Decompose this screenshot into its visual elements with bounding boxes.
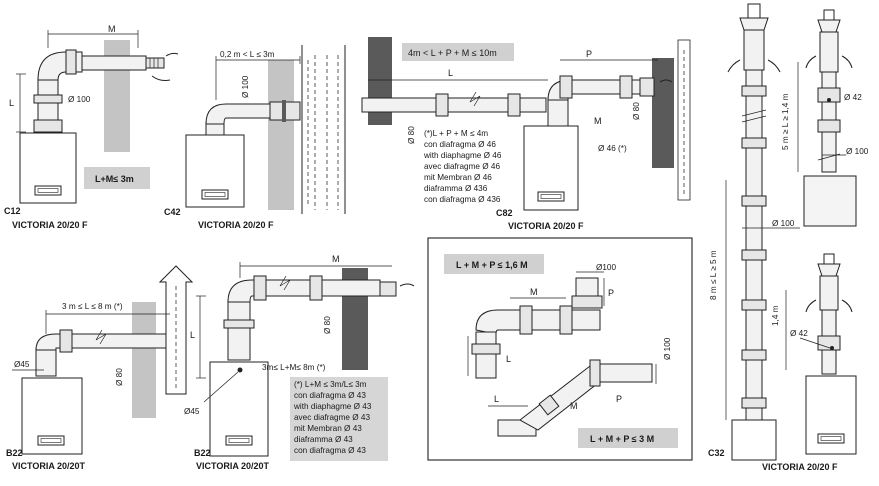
svg-text:con diafragma Ø 43: con diafragma Ø 43 (294, 446, 366, 455)
svg-text:with diaphagme Ø 43: with diaphagme Ø 43 (293, 402, 372, 411)
r-range: 5 m ≥ L ≥ 1,4 m (781, 93, 790, 150)
c82-formula: 4m < L + P + M ≤ 10m (408, 48, 497, 58)
c82-m-label: M (594, 116, 602, 126)
c82-wall-right (652, 58, 674, 168)
c12-formula-box (84, 167, 150, 189)
svg-text:avec diafragme Ø 46: avec diafragme Ø 46 (424, 162, 500, 171)
b22a-d80: Ø 80 (115, 368, 124, 386)
detail-top-drop (475, 331, 497, 379)
b22b-range: 3m≤ L+M≤ 8m (*) (262, 363, 326, 372)
b22a-wall (132, 302, 156, 418)
detail-p1: P (608, 288, 614, 298)
b22b-d45: Ø45 (184, 407, 200, 416)
panel-detail-box: L + M + P ≤ 1,6 M Ø100 M P L Ø 100 L M P… (427, 237, 693, 461)
c82-l-label: L (448, 68, 453, 78)
r-d42a: Ø 42 (844, 93, 862, 102)
svg-text:(*)L + P + M ≤ 4m: (*)L + P + M ≤ 4m (424, 129, 488, 138)
c42-elbow-pipe (205, 103, 271, 125)
b22b-model: VICTORIA 20/20T (196, 461, 270, 471)
svg-text:con diafragma Ø 46: con diafragma Ø 46 (424, 140, 496, 149)
c82-model: VICTORIA 20/20 F (508, 221, 584, 231)
svg-text:with diaphagme Ø 46: with diaphagme Ø 46 (423, 151, 502, 160)
c12-model: VICTORIA 20/20 F (12, 220, 88, 230)
svg-text:con diafragma Ø 43: con diafragma Ø 43 (294, 391, 366, 400)
detail-formula1-box (444, 254, 544, 274)
svg-text:con diafragma Ø 436: con diafragma Ø 436 (424, 195, 501, 204)
r-d42b: Ø 42 (790, 329, 808, 338)
detail-d100a: Ø100 (596, 263, 616, 272)
detail-m1: M (530, 287, 538, 297)
detail-bottom-horizontal (591, 363, 653, 383)
detail-l1: L (506, 354, 511, 364)
detail-top-horizontal (475, 309, 601, 335)
b22b-m-label: M (332, 254, 340, 264)
c82-vertical-pipe (547, 97, 569, 127)
c82-horizontal-pipe (361, 97, 547, 113)
b22b-vertical-pipe (227, 299, 251, 361)
c32-d100: Ø 100 (772, 219, 795, 228)
c82-d80-right: Ø 80 (632, 102, 641, 120)
c42-model: VICTORIA 20/20 F (198, 220, 274, 230)
c12-horizontal-pipe (81, 55, 147, 71)
c32-range: 8 m ≤ L ≥ 5 m (709, 250, 718, 300)
r-l14: 1,4 m (771, 305, 780, 326)
detail-d100b: Ø 100 (663, 337, 672, 360)
panel-b22-left: 3 m ≤ L ≤ 8 m (*) Ø45 Ø 80 B22 VICTORIA … (6, 265, 194, 471)
c42-diameter: Ø 100 (241, 75, 250, 98)
c12-m-label: M (108, 24, 116, 34)
c42-range: 0,2 m < L ≤ 3m (220, 50, 275, 59)
r-upper-terminal (819, 31, 839, 73)
svg-text:diaframma Ø 43: diaframma Ø 43 (294, 435, 353, 444)
c82-code: C82 (496, 208, 513, 218)
svg-text:(*) L+M ≤ 3m/L≤ 3m: (*) L+M ≤ 3m/L≤ 3m (294, 380, 367, 389)
c32-vertical-pipe (745, 69, 763, 421)
b22a-vertical-pipe (35, 347, 57, 377)
c12-l-label: L (9, 98, 14, 108)
svg-text:mit Membran Ø 43: mit Membran Ø 43 (294, 424, 362, 433)
b22b-note-box (290, 377, 388, 461)
panel-c12: M L Ø 100 L+M≤ 3m C12 VICTORIA 20/20 F (4, 24, 179, 230)
b22a-d45: Ø45 (14, 360, 30, 369)
detail-formula1: L + M + P ≤ 1,6 M (456, 260, 528, 270)
c12-code: C12 (4, 206, 21, 216)
c12-diameter: Ø 100 (68, 95, 91, 104)
detail-l2: L (494, 394, 499, 404)
r-d100: Ø 100 (846, 147, 869, 156)
c42-code: C42 (164, 207, 181, 217)
c32-terminal (743, 29, 765, 71)
b22b-l-label: L (190, 330, 195, 340)
c82-d80-left: Ø 80 (407, 126, 416, 144)
panel-right-column: 5 m ≥ L ≥ 1,4 m Ø 42 Ø 100 1,4 m Ø 42 VI… (762, 9, 869, 472)
c82-p-label: P (586, 49, 592, 59)
detail-formula2: L + M + P ≤ 3 M (590, 434, 654, 444)
detail-m2: M (570, 401, 578, 411)
c12-formula: L+M≤ 3m (95, 174, 134, 184)
c82-note: (*)L + P + M ≤ 4m con diafragma Ø 46 wit… (423, 129, 502, 204)
panel-c82: 4m < L + P + M ≤ 10m L P M Ø 80 Ø 80 Ø 4… (361, 37, 691, 231)
panel-b22-right: M L Ø 80 3m≤ L+M≤ 8m (*) Ø45 (*) L+M ≤ 3… (184, 254, 415, 471)
detail-p2: P (616, 394, 622, 404)
c32-code: C32 (708, 448, 725, 458)
r-lower-terminal (819, 275, 839, 311)
c82-d46: Ø 46 (*) (598, 144, 627, 153)
panel-c32: Ø 100 8 m ≤ L ≥ 5 m C32 (708, 3, 800, 461)
b22b-d80: Ø 80 (323, 316, 332, 334)
r-model: VICTORIA 20/20 F (762, 462, 838, 472)
b22b-note: (*) L+M ≤ 3m/L≤ 3m con diafragma Ø 43 wi… (293, 380, 372, 455)
detail-formula2-box (578, 428, 678, 448)
b22a-range: 3 m ≤ L ≤ 8 m (*) (62, 302, 123, 311)
svg-text:diaframma Ø 436: diaframma Ø 436 (424, 184, 488, 193)
panel-c42: 0,2 m < L ≤ 3m Ø 100 C42 VICTORIA 20/20 … (164, 45, 346, 230)
svg-text:mit Membran Ø 46: mit Membran Ø 46 (424, 173, 492, 182)
b22a-code: B22 (6, 448, 23, 458)
b22b-code: B22 (194, 448, 211, 458)
svg-text:avec diafragme Ø 43: avec diafragme Ø 43 (294, 413, 370, 422)
b22a-model: VICTORIA 20/20T (12, 461, 86, 471)
c82-formula-box (402, 43, 514, 61)
c42-wall (268, 60, 294, 210)
